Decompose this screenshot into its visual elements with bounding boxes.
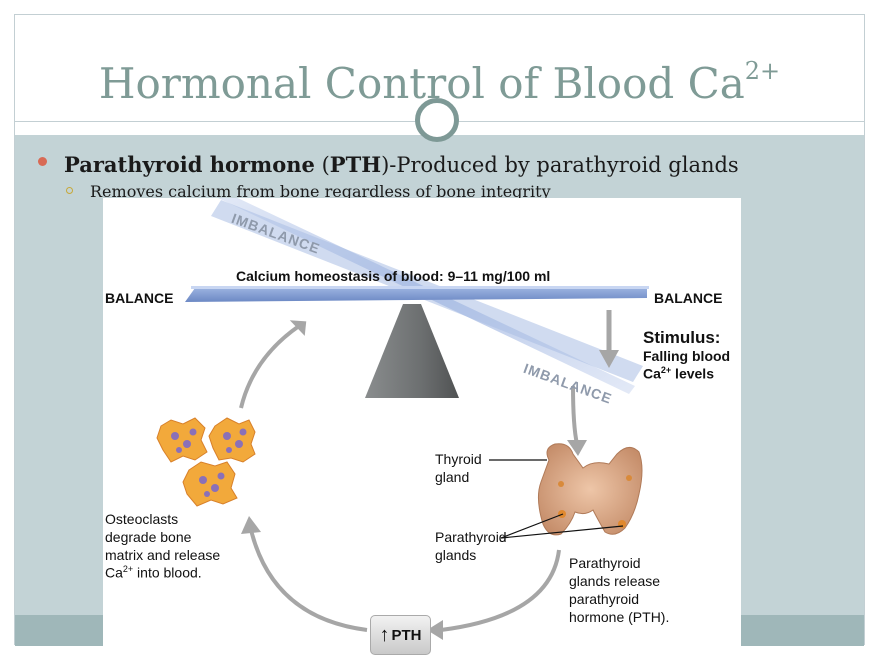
arrow-to-osteoclasts — [249, 529, 368, 632]
parathyroid-label-1: Parathyroid — [435, 529, 507, 545]
pth-box: ↑ PTH — [370, 615, 431, 655]
calcium-homeostasis-figure: IMBALANCE IMBALANCE Calcium homeostasis … — [103, 198, 741, 660]
thyroid-label-1: Thyroid — [435, 451, 482, 467]
balance-beam-top — [191, 286, 649, 289]
arrow-to-osteoclasts-head — [241, 516, 261, 534]
release-label-1: Parathyroid — [569, 555, 641, 571]
release-label-2: glands release — [569, 573, 661, 589]
balance-label-right: BALANCE — [654, 290, 723, 306]
slide-title: Hormonal Control of Blood Ca2+ — [98, 57, 781, 108]
arrow-to-balance-head — [289, 320, 307, 336]
bullet-text-1: Parathyroid hormone (PTH)-Produced by pa… — [64, 152, 739, 177]
up-arrow-icon: ↑ — [379, 624, 390, 646]
arrow-to-thyroid-head — [567, 440, 587, 456]
osteoclast-label-4: Ca2+ into blood. — [105, 564, 202, 581]
osteoclast-label-1: Osteoclasts — [105, 511, 179, 527]
thyroid-gland — [537, 443, 643, 536]
stimulus-arrow-head — [599, 350, 619, 368]
release-label-4: hormone (PTH). — [569, 609, 670, 625]
bullet-dot — [38, 157, 47, 166]
osteoclast-label-2: degrade bone — [105, 529, 192, 545]
pth-label: PTH — [391, 626, 422, 644]
parathyroid-label-2: glands — [435, 547, 477, 563]
arrow-to-balance — [239, 324, 301, 409]
figure-graphics — [156, 198, 649, 640]
ring-ornament — [415, 98, 459, 142]
osteoclast-cell-3 — [182, 461, 238, 507]
stimulus-line-2: Ca2+ levels — [643, 365, 714, 382]
parathyroid-leader-a — [500, 513, 564, 539]
parathyroid-leader-b — [500, 525, 624, 539]
sub-bullet-dot — [66, 187, 73, 194]
thyroid-label-2: gland — [435, 469, 470, 485]
bullet-text-2: Removes calcium from bone regardless of … — [90, 182, 551, 201]
arrow-to-pth-head — [427, 620, 443, 640]
osteoclast-label-3: matrix and release — [105, 547, 221, 563]
arrow-to-pth — [440, 549, 561, 632]
osteoclast-cell-2 — [208, 417, 256, 463]
stimulus-title: Stimulus: — [643, 328, 721, 347]
fulcrum — [365, 304, 459, 398]
balance-beam — [185, 288, 647, 302]
balance-label-left: BALANCE — [105, 290, 174, 306]
osteoclast-cell-1 — [156, 417, 208, 463]
stimulus-line-1: Falling blood — [643, 348, 731, 364]
homeostasis-label: Calcium homeostasis of blood: 9–11 mg/10… — [236, 268, 551, 284]
release-label-3: parathyroid — [569, 591, 640, 607]
